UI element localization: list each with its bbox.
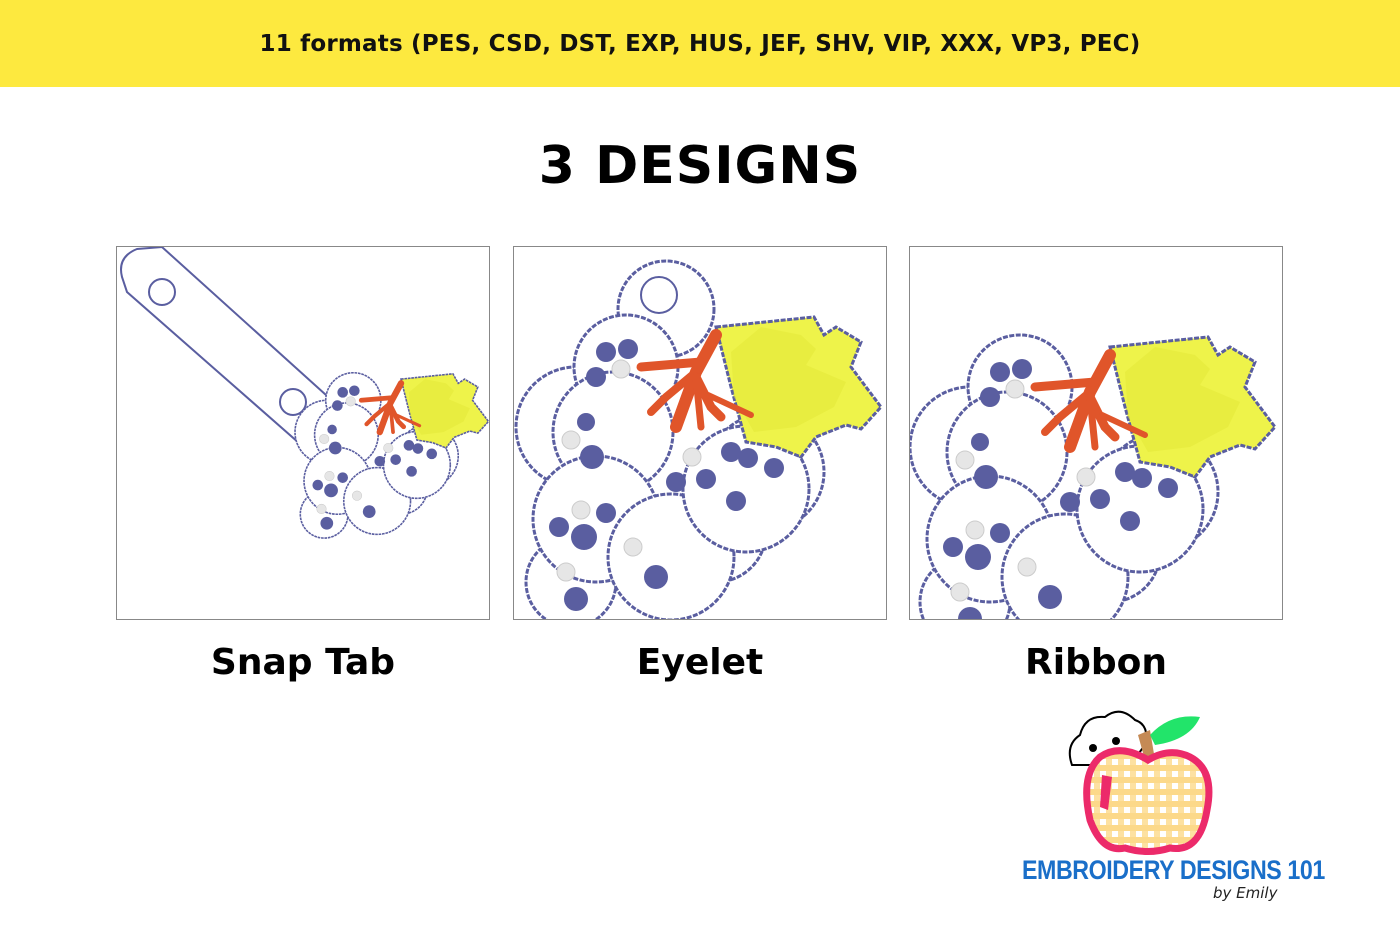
design-label-snap-tab: Snap Tab: [210, 642, 396, 683]
design-label-ribbon: Ribbon: [1025, 642, 1167, 683]
design-preview-eyelet: [513, 246, 887, 620]
logo-name: EMBROIDERY DESIGNS 101: [1022, 855, 1325, 885]
page-title: 3 DESIGNS: [538, 136, 862, 196]
formats-banner: 11 formats (PES, CSD, DST, EXP, HUS, JEF…: [0, 0, 1400, 87]
design-preview-ribbon: [909, 246, 1283, 620]
formats-text: 11 formats (PES, CSD, DST, EXP, HUS, JEF…: [259, 30, 1141, 57]
design-preview-snap-tab: [116, 246, 490, 620]
apple-logo-icon: [1068, 710, 1213, 855]
design-label-eyelet: Eyelet: [636, 642, 764, 683]
logo-byline: by Emily: [1213, 884, 1278, 902]
